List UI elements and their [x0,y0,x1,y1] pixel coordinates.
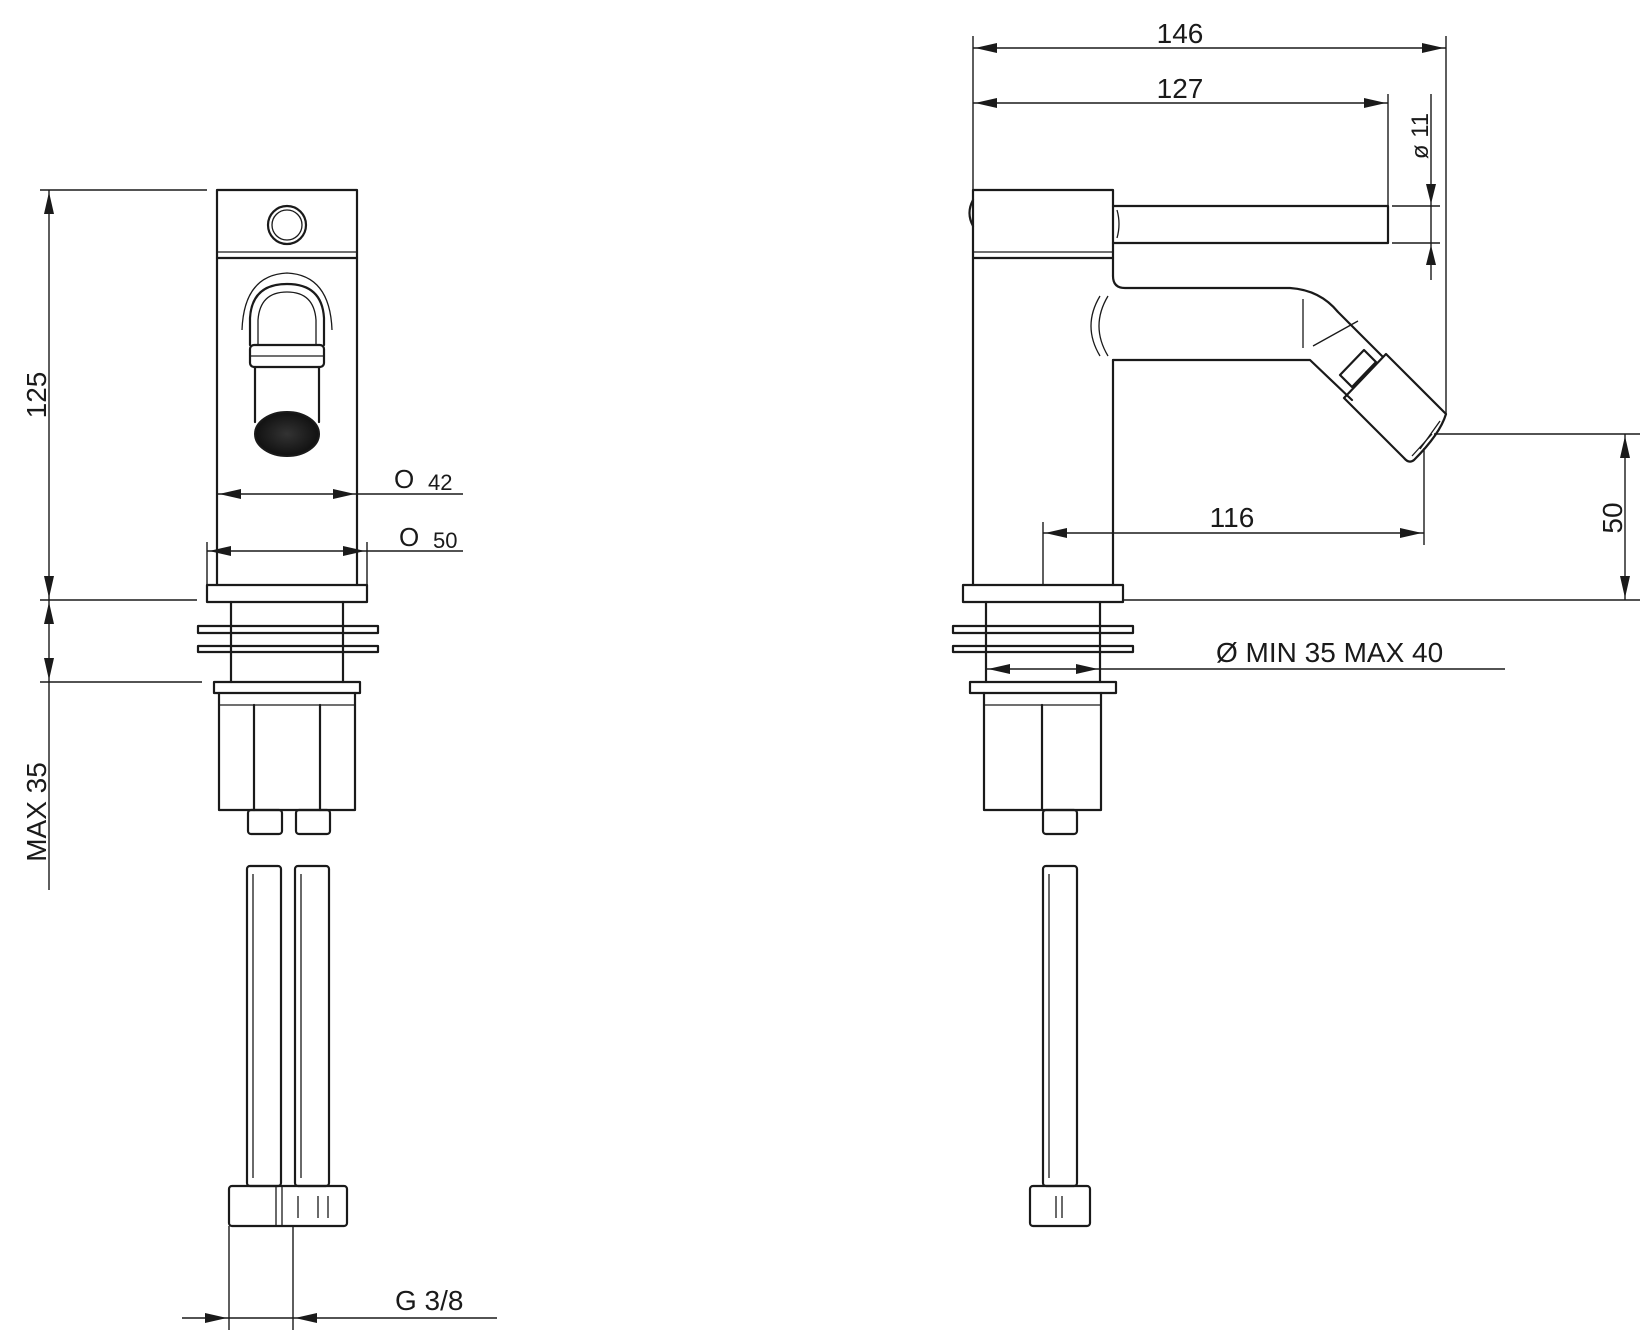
dim-height-total-label: 125 [21,372,52,419]
dim-dia-42-value: 42 [428,470,452,495]
aerator-side-icon [1342,352,1448,463]
dim-length-overall: 146 [972,18,1447,414]
flex-hose-side [1028,864,1092,1228]
spout-side [1090,274,1448,463]
dim-connection-label: G 3/8 [395,1285,463,1316]
dim-height-total: 125 [21,189,207,601]
flex-hoses-front [227,864,349,1228]
dim-dia-50-value: 50 [433,528,457,553]
aerator-icon [254,411,320,457]
dim-length-lever-label: 127 [1157,73,1204,104]
dim-spout-reach: 116 [1042,448,1425,585]
lever-end-circle [266,204,308,246]
dim-lever-dia: ø 11 [1392,94,1440,280]
dim-max-thickness: MAX 35 [21,600,202,890]
spout-front [241,272,333,457]
dim-spout-height-label: 50 [1597,502,1628,533]
dim-length-overall-label: 146 [1157,18,1204,49]
dim-spout-height: 50 [1123,433,1640,601]
dim-length-lever: 127 [973,73,1389,206]
front-view: 125 MAX 35 O 42 O 50 [21,188,497,1330]
dim-dia-50-symbol: O [399,522,419,552]
dim-max-thickness-label: MAX 35 [21,762,52,862]
dim-lever-dia-label: ø 11 [1407,113,1434,159]
dim-dia-50: O 50 [206,522,463,585]
dim-dia-42-symbol: O [394,464,414,494]
dim-dia-42: O 42 [217,464,463,499]
lever-side [1111,204,1390,245]
dim-spout-reach-label: 116 [1210,502,1255,533]
side-view: 146 127 ø 11 116 [951,18,1640,1228]
dim-connection: G 3/8 [182,1226,497,1330]
dim-hole-dia: Ø MIN 35 MAX 40 [986,637,1505,674]
dim-hole-dia-label: Ø MIN 35 MAX 40 [1216,637,1443,668]
